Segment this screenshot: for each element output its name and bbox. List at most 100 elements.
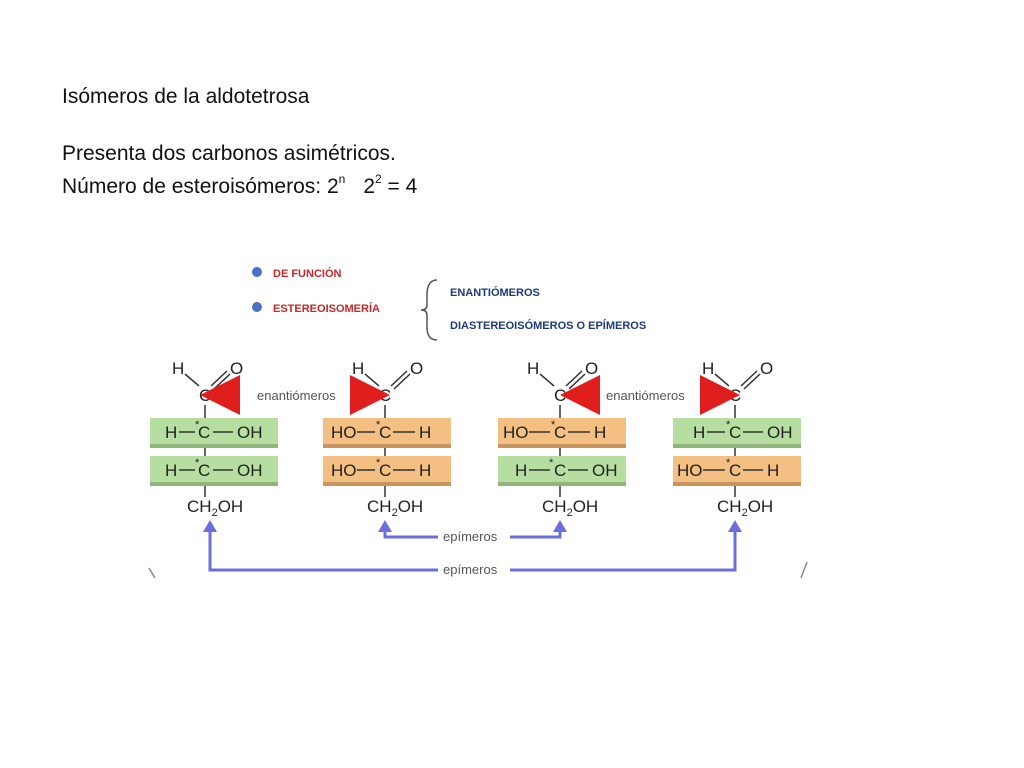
m3-aldehyde-h: H [527, 359, 539, 378]
m4-ch2oh-oh: OH [748, 497, 774, 516]
m2-aldehyde-h: H [352, 359, 364, 378]
svg-text:CH2OH: CH2OH [367, 497, 423, 519]
m4-aldehyde-h: H [702, 359, 714, 378]
svg-text:CH2OH: CH2OH [717, 497, 773, 519]
m1-r2-oh: OH [237, 423, 263, 442]
legend-dot-function [252, 267, 262, 277]
count-prefix: Número de esteroisómeros: 2 [62, 175, 339, 198]
legend-dot-stereo [252, 302, 262, 312]
svg-text:CH2OH: CH2OH [542, 497, 598, 519]
aldotetrose-isomers-figure: DE FUNCIÓN ESTEREOISOMERÍA ENANTIÓMEROS … [145, 250, 825, 590]
m1-r2-h: H [165, 423, 177, 442]
legend-enantiomeros: ENANTIÓMEROS [450, 286, 540, 299]
relation-epimeros-1: epímeros [443, 529, 498, 544]
epimer-connector-1-right [510, 528, 562, 539]
legend-de-funcion: DE FUNCIÓN [273, 267, 342, 280]
m3-row-3-box [498, 456, 626, 482]
relation-enantiomeros-1: enantiómeros [257, 388, 336, 403]
m3-ch: CH [542, 497, 567, 516]
m4-r3-h: H [767, 461, 779, 480]
edge-mark-left [148, 567, 156, 579]
m4-r3-c: C [729, 461, 741, 480]
count-base: 2 [363, 175, 375, 198]
m4-ch: CH [717, 497, 742, 516]
edge-mark-right [800, 561, 808, 579]
m1-r3-oh: OH [237, 461, 263, 480]
count-exponent-2: 2 [375, 172, 382, 186]
m4-c1: C [729, 386, 741, 405]
m4-aldehyde-o: O [760, 359, 773, 378]
epimer-connector-2-right [510, 528, 737, 572]
epimer-arrowhead-2-right [728, 520, 742, 532]
m3-r3-oh: OH [592, 461, 618, 480]
m2-row-3-box [323, 456, 451, 482]
legend-diastereoisomeros: DIASTEREOISÓMEROS O EPÍMEROS [450, 319, 646, 332]
m1-c1: C [199, 386, 211, 405]
m2-r3-h: H [419, 461, 431, 480]
count-suffix: = 4 [381, 175, 418, 198]
m2-r3-ho: HO [331, 461, 357, 480]
m1-aldehyde-h: H [172, 359, 184, 378]
m4-r3-ho: HO [677, 461, 703, 480]
m3-aldehyde-o: O [585, 359, 598, 378]
m3-r3-h: H [515, 461, 527, 480]
m2-r3-c: C [379, 461, 391, 480]
m1-row-3-box [150, 456, 278, 482]
epimer-arrowhead-1-right [553, 520, 567, 532]
m4-sub2: 2 [742, 507, 748, 519]
m2-aldehyde-o: O [410, 359, 423, 378]
epimer-arrowhead-2-left [203, 520, 217, 532]
m1-sub2: 2 [212, 507, 218, 519]
m3-r3-star: * [549, 457, 554, 469]
m3-row-2-box [498, 418, 626, 444]
isomer-diagram-svg: DE FUNCIÓN ESTEREOISOMERÍA ENANTIÓMEROS … [148, 267, 808, 579]
m3-c1: C [554, 386, 566, 405]
m2-r2-c: C [379, 423, 391, 442]
legend-brace [420, 279, 438, 341]
m2-ch2oh-oh: OH [398, 497, 424, 516]
m4-r2-oh: OH [767, 423, 793, 442]
m3-r2-star: * [551, 419, 556, 431]
m2-c1: C [379, 386, 391, 405]
m2-r2-ho: HO [331, 423, 357, 442]
m1-ch2oh-oh: OH [218, 497, 244, 516]
m3-r3-c: C [554, 461, 566, 480]
m4-row-3-box [673, 456, 801, 482]
m3-sub2: 2 [567, 507, 573, 519]
m4-r3-star: * [726, 457, 731, 469]
m4-r2-c: C [729, 423, 741, 442]
svg-text:CH2OH: CH2OH [187, 497, 243, 519]
m3-ch2oh-oh: OH [573, 497, 599, 516]
molecule-1: H O C H C * OH H C * OH CH2OH [150, 359, 278, 519]
m2-ch: CH [367, 497, 392, 516]
epimer-arrowhead-1-left [378, 520, 392, 532]
m4-r2-h: H [693, 423, 705, 442]
m2-r2-star: * [376, 419, 381, 431]
relation-enantiomeros-2: enantiómeros [606, 388, 685, 403]
m1-r2-star: * [195, 419, 200, 431]
m2-sub2: 2 [392, 507, 398, 519]
m3-r2-ho: HO [503, 423, 529, 442]
molecule-3: H O C HO C * H H C * OH CH2OH [498, 359, 626, 519]
page-title: Isómeros de la aldotetrosa [62, 85, 310, 108]
molecule-2: H O C HO C * H HO C * H CH2OH [323, 359, 451, 519]
legend-estereoisomeria: ESTEREOISOMERÍA [273, 302, 380, 315]
m1-r2-c: C [198, 423, 210, 442]
epimer-connector-1-left [383, 528, 438, 539]
m1-r3-c: C [198, 461, 210, 480]
m2-row-2-box [323, 418, 451, 444]
epimer-connector-2-left [208, 528, 438, 572]
asymmetric-carbons-text: Presenta dos carbonos asimétricos. [62, 142, 396, 165]
m4-row-2-box [673, 418, 801, 444]
molecule-4: H O C H C * OH HO C * H CH2OH [673, 359, 801, 519]
m2-r3-star: * [376, 457, 381, 469]
m1-r3-h: H [165, 461, 177, 480]
m1-aldehyde-o: O [230, 359, 243, 378]
relation-epimeros-2: epímeros [443, 562, 498, 577]
m2-r2-h: H [419, 423, 431, 442]
m1-row-2-box [150, 418, 278, 444]
m3-r2-c: C [554, 423, 566, 442]
m4-r2-star: * [726, 419, 731, 431]
m1-r3-star: * [195, 457, 200, 469]
